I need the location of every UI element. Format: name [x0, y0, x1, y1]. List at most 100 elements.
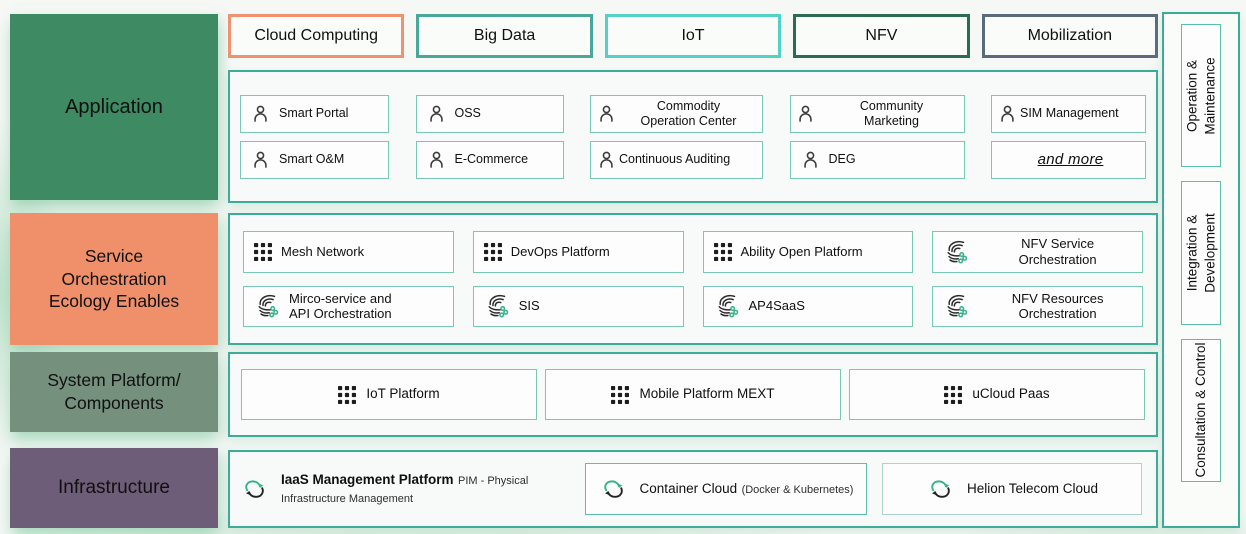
row-label-application: Application [10, 14, 218, 200]
app-item-e-commerce: E-Commerce [415, 140, 564, 179]
category-label: Big Data [473, 27, 536, 44]
sys-item-ucloud-paas: uCloud Paas [849, 369, 1145, 420]
user-icon [997, 103, 1018, 124]
sidebar-item-label: Operation &Maintenance [1183, 16, 1218, 176]
app-item-continuous-auditing: Continuous Auditing [590, 140, 763, 179]
infra-item-helion-telecom-cloud: Helion Telecom Cloud [882, 463, 1142, 515]
label-line: Maintenance [1202, 57, 1217, 135]
sys-item-label: IoT Platform [366, 386, 440, 402]
infra-item-text: Helion Telecom Cloud [967, 480, 1098, 498]
cloud-sync-icon [240, 477, 270, 502]
app-item-label: Smart Portal [279, 106, 349, 120]
app-item-oss: OSS [415, 94, 564, 133]
infra-item-title: Container Cloud [639, 481, 738, 496]
label-line: Mirco-service and [289, 290, 392, 306]
category-mobilization: Mobilization [981, 14, 1159, 58]
app-item-and-more: and more [991, 140, 1146, 179]
infra-item-title: IaaS Management Platform [281, 472, 454, 487]
label-line: NFV Resources [1011, 290, 1104, 306]
row-label-service-orchestration: Service Orchestration Ecology Enables [10, 213, 218, 345]
app-item-smart-portal: Smart Portal [240, 94, 389, 133]
app-item-smart-om: Smart O&M [240, 140, 389, 179]
sidebar-item-integration-development: Integration &Development [1181, 181, 1221, 325]
svc-item-label: Ability Open Platform [740, 243, 863, 259]
app-item-label: and more [1037, 150, 1104, 168]
app-item-sim-management: SIM Management [991, 94, 1146, 133]
category-label: IoT [681, 27, 705, 44]
system-platform-panel: IoT Platform Mobile Platform MEXT uCloud… [228, 352, 1158, 437]
app-item-deg: DEG [789, 140, 965, 179]
svc-item-ap4saas: AP4SaaS [702, 285, 914, 327]
category-nfv: NFV [793, 14, 970, 58]
app-item-label: Continuous Auditing [619, 152, 731, 166]
sidebar-item-operation-maintenance: Operation &Maintenance [1181, 24, 1221, 168]
label-line: Development [1202, 213, 1217, 293]
app-item-label: Smart O&M [279, 152, 345, 166]
row-label-line: Ecology Enables [48, 291, 180, 312]
sys-item-mobile-platform-mext: Mobile Platform MEXT [545, 369, 841, 420]
svc-item-label: Mesh Network [281, 243, 365, 259]
app-item-label: E-Commerce [454, 152, 529, 166]
user-icon [596, 103, 617, 124]
label-line: Operation Center [640, 113, 737, 128]
grid-icon [483, 242, 502, 261]
category-iot: IoT [604, 14, 782, 58]
sys-item-label: uCloud Paas [972, 386, 1050, 402]
swirl-icon [943, 293, 969, 319]
user-icon [250, 149, 271, 170]
category-label: NFV [865, 27, 898, 44]
row-label-text: Infrastructure [58, 476, 170, 498]
user-icon [795, 103, 816, 124]
category-header-row: Cloud Computing Big Data IoT NFV Mobiliz… [228, 14, 1159, 58]
row-label-line: Orchestration [61, 268, 167, 289]
infra-item-iaas-management-platform: IaaS Management Platform PIM - Physical … [240, 471, 570, 507]
infra-item-container-cloud: Container Cloud (Docker & Kubernetes) [585, 463, 867, 515]
cloud-sync-icon [599, 477, 629, 502]
sidebar-item-consultation-control: Consultation & Control [1181, 338, 1221, 482]
label-line: Commodity [656, 98, 721, 113]
infra-item-text: Container Cloud (Docker & Kubernetes) [640, 480, 854, 498]
infra-item-text: IaaS Management Platform PIM - Physical … [281, 471, 570, 507]
user-icon [426, 103, 447, 124]
category-big-data: Big Data [416, 14, 593, 58]
svc-item-label: SIS [518, 298, 540, 314]
svc-item-label: DevOps Platform [510, 243, 610, 259]
grid-icon [611, 385, 630, 404]
infrastructure-panel: IaaS Management Platform PIM - Physical … [228, 450, 1158, 528]
sidebar-item-label: Integration &Development [1183, 173, 1218, 333]
label-line: Orchestration [1018, 306, 1097, 322]
cloud-sync-icon [926, 477, 956, 502]
category-label: Cloud Computing [254, 27, 379, 44]
row-label-infrastructure: Infrastructure [10, 448, 218, 528]
label-line: API Orchestration [289, 306, 392, 322]
user-icon [800, 149, 821, 170]
user-icon [250, 103, 271, 124]
label-line: NFV Service [1021, 236, 1095, 252]
swirl-icon [484, 293, 510, 319]
swirl-icon [254, 293, 280, 319]
category-label: Mobilization [1027, 27, 1113, 44]
sys-item-iot-platform: IoT Platform [241, 369, 537, 420]
service-orchestration-panel: Mesh Network DevOps Platform Ability Ope… [228, 213, 1158, 345]
label-line: Orchestration [1018, 251, 1097, 267]
label-line: Operation & [1184, 59, 1200, 132]
app-item-label: OSS [454, 106, 481, 120]
svc-item-label: AP4SaaS [748, 298, 805, 314]
grid-icon [713, 242, 732, 261]
app-item-label: DEG [828, 152, 856, 166]
grid-icon [254, 242, 272, 261]
row-label-system-platform: System Platform/ Components [10, 352, 218, 432]
category-cloud-computing: Cloud Computing [228, 14, 405, 58]
svc-item-ability-open-platform: Ability Open Platform [702, 231, 914, 273]
swirl-icon [714, 293, 740, 319]
infra-item-subtitle: PIM - Physical Infrastructure Management [281, 475, 529, 505]
